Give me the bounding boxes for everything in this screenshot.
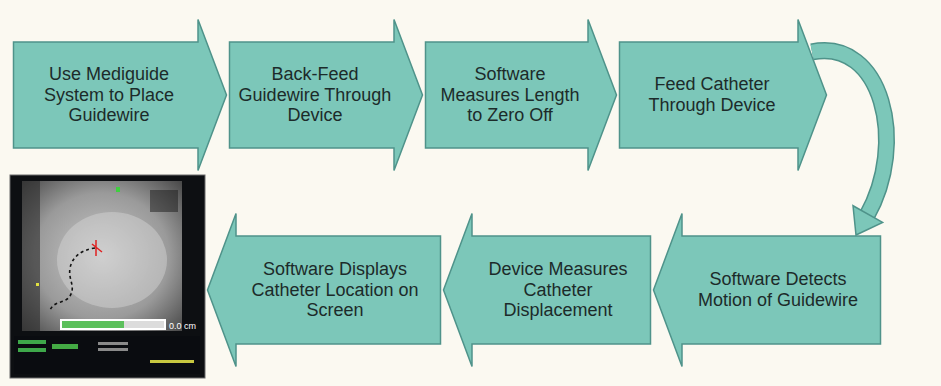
process-arrow: Software Displays Catheter Location on S… xyxy=(206,212,442,368)
process-arrow: Software Detects Motion of Guidewire xyxy=(652,212,882,368)
step-text: Software Displays Catheter Location on S… xyxy=(238,259,432,321)
step-text-box: Software Displays Catheter Location on S… xyxy=(238,240,432,340)
step-text: Device Measures Catheter Displacement xyxy=(474,259,642,321)
process-arrow: Back-Feed Guidewire Through Device xyxy=(228,18,424,172)
process-arrow: Device Measures Catheter Displacement xyxy=(442,212,652,368)
process-arrow: Use Mediguide System to Place Guidewire xyxy=(12,18,228,172)
step-text-box: Use Mediguide System to Place Guidewire xyxy=(22,46,196,144)
step-text-box: Software Measures Length to Zero Off xyxy=(434,46,586,144)
step-text: Software Detects Motion of Guidewire xyxy=(684,269,872,310)
scale-readout: 0.0 cm xyxy=(169,321,196,331)
curved-arrow xyxy=(812,51,886,235)
process-arrow: Software Measures Length to Zero Off xyxy=(424,18,618,172)
step-text: Feed Catheter Through Device xyxy=(628,74,796,115)
step-text-box: Device Measures Catheter Displacement xyxy=(474,240,642,340)
step-text: Use Mediguide System to Place Guidewire xyxy=(22,64,196,126)
step-text-box: Back-Feed Guidewire Through Device xyxy=(238,46,392,144)
process-arrow: Feed Catheter Through Device xyxy=(618,18,828,172)
step-text: Back-Feed Guidewire Through Device xyxy=(238,64,392,126)
step-text-box: Feed Catheter Through Device xyxy=(628,46,796,144)
step-text: Software Measures Length to Zero Off xyxy=(434,64,586,126)
step-text-box: Software Detects Motion of Guidewire xyxy=(684,240,872,340)
